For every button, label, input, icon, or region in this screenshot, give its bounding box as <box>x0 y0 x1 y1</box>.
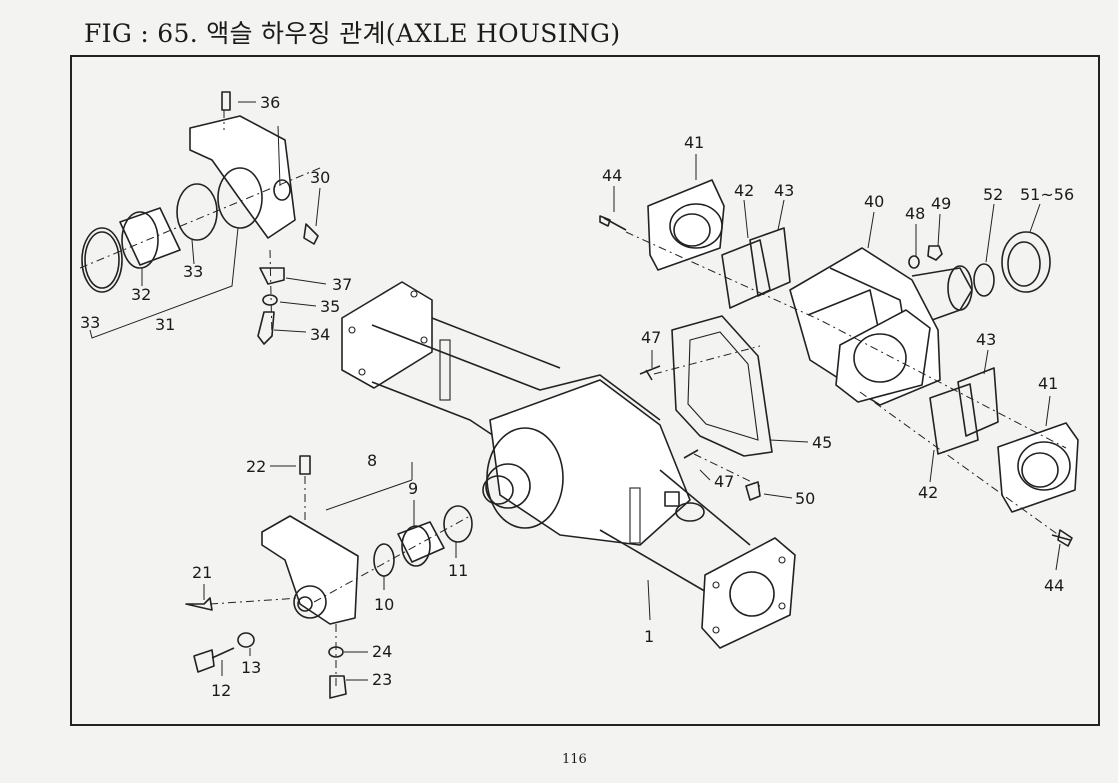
bolt-44-top <box>599 215 627 231</box>
callout-44-bottom: 44 <box>1044 576 1064 595</box>
washer-35 <box>262 294 278 306</box>
bolt-34 <box>257 311 275 345</box>
bushing-32 <box>119 207 181 266</box>
callout-41-bottom: 41 <box>1038 374 1058 393</box>
trunnion-bracket-lower <box>261 515 359 625</box>
ring-11 <box>443 505 473 543</box>
bolt-30 <box>303 223 319 245</box>
oil-seal-51-56 <box>1001 231 1051 293</box>
callout-9: 9 <box>408 479 418 498</box>
axle-housing-body <box>341 281 796 649</box>
bearing-cage-41-top <box>647 179 725 271</box>
callout-31: 31 <box>155 315 175 334</box>
plug-50 <box>745 481 761 501</box>
ring-10 <box>373 543 395 577</box>
callout-10: 10 <box>374 595 394 614</box>
callout-33-left: 33 <box>80 313 100 332</box>
callout-52: 52 <box>983 185 1003 204</box>
bolt-23 <box>329 675 347 699</box>
callout-51-56: 51~56 <box>1020 185 1074 204</box>
ring-33-right <box>176 183 218 241</box>
callout-13: 13 <box>241 658 261 677</box>
callout-1: 1 <box>644 627 654 646</box>
callout-24: 24 <box>372 642 392 661</box>
nut-49 <box>927 245 943 261</box>
callout-45: 45 <box>812 433 832 452</box>
pin-22 <box>299 455 311 475</box>
callout-34: 34 <box>310 325 330 344</box>
callout-43-top: 43 <box>774 181 794 200</box>
ring-33-left <box>81 227 123 293</box>
callout-42-bottom: 42 <box>918 483 938 502</box>
callout-32: 32 <box>131 285 151 304</box>
callout-22: 22 <box>246 457 266 476</box>
trunnion-bracket-upper <box>189 91 296 239</box>
bearing-cage-41-bottom <box>997 422 1079 513</box>
bolt-44-bottom <box>1051 529 1073 547</box>
callout-33-right: 33 <box>183 262 203 281</box>
callout-48: 48 <box>905 204 925 223</box>
stud-47-bottom <box>683 449 699 459</box>
shim-42-top <box>721 239 771 309</box>
stud-47-top <box>639 365 661 381</box>
callout-23: 23 <box>372 670 392 689</box>
drawing-frame <box>70 55 1100 726</box>
shim-43-bottom <box>957 367 999 437</box>
bolt-21 <box>185 597 213 611</box>
callout-49: 49 <box>931 194 951 213</box>
plate-37 <box>259 267 285 285</box>
o-ring-52 <box>973 263 995 297</box>
callout-12: 12 <box>211 681 231 700</box>
callout-47-bottom: 47 <box>714 472 734 491</box>
callout-43-bottom: 43 <box>976 330 996 349</box>
callout-35: 35 <box>320 297 340 316</box>
callout-21: 21 <box>192 563 212 582</box>
bolt-12 <box>193 647 235 673</box>
leader-lines <box>89 101 1061 681</box>
callout-41-top: 41 <box>684 133 704 152</box>
callout-30: 30 <box>310 168 330 187</box>
nut-13 <box>237 632 255 648</box>
callout-47-top: 47 <box>641 328 661 347</box>
callout-37: 37 <box>332 275 352 294</box>
page-number: 116 <box>562 752 587 767</box>
shim-42-bottom <box>929 383 979 455</box>
callout-44-top: 44 <box>602 166 622 185</box>
callout-40: 40 <box>864 192 884 211</box>
callout-36: 36 <box>260 93 280 112</box>
carrier-40 <box>789 247 973 406</box>
shim-43-top <box>749 227 791 297</box>
callout-11: 11 <box>448 561 468 580</box>
callout-42-top: 42 <box>734 181 754 200</box>
callout-50: 50 <box>795 489 815 508</box>
callout-8: 8 <box>367 451 377 470</box>
washer-48 <box>908 255 920 269</box>
figure-title: FIG : 65. 액슬 하우징 관계(AXLE HOUSING) <box>84 19 621 48</box>
gasket-45 <box>671 315 773 457</box>
